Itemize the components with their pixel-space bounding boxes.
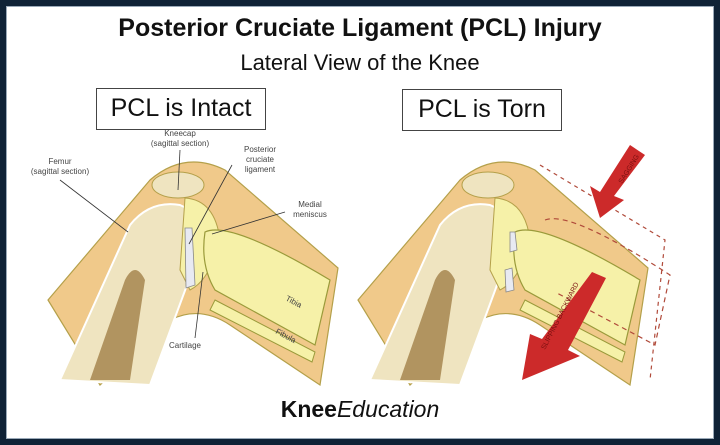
brand-logo: KneeEducation xyxy=(0,396,720,423)
intact-labels: Kneecap (sagittal section) Femur (sagitt… xyxy=(31,129,327,350)
page-subtitle: Lateral View of the Knee xyxy=(240,50,480,75)
intact-label: PCL is Intact xyxy=(110,94,252,122)
femur-label: Femur xyxy=(48,157,71,166)
pcl-label-2: cruciate xyxy=(246,155,275,164)
meniscus-label-1: Medial xyxy=(298,200,322,209)
sagging-arrow: SAGGING xyxy=(590,145,645,218)
brand-bold: Knee xyxy=(280,396,337,422)
page-title: Posterior Cruciate Ligament (PCL) Injury xyxy=(118,14,602,42)
pcl-label-1: Posterior xyxy=(244,145,276,154)
pcl-label-3: ligament xyxy=(245,165,276,174)
meniscus-label-2: meniscus xyxy=(293,210,327,219)
kneecap-sub-label: (sagittal section) xyxy=(151,139,210,148)
intact-label-box: PCL is Intact xyxy=(96,88,266,130)
pcl-ligament xyxy=(184,227,196,289)
torn-label: PCL is Torn xyxy=(418,95,546,123)
intact-knee-illustration xyxy=(47,161,339,386)
kneecap-label: Kneecap xyxy=(164,129,196,138)
torn-label-box: PCL is Torn xyxy=(402,89,562,131)
femur-sub-label: (sagittal section) xyxy=(31,167,90,176)
cartilage-label: Cartilage xyxy=(169,341,202,350)
brand-italic: Education xyxy=(336,396,440,422)
torn-knee-illustration xyxy=(357,161,671,386)
